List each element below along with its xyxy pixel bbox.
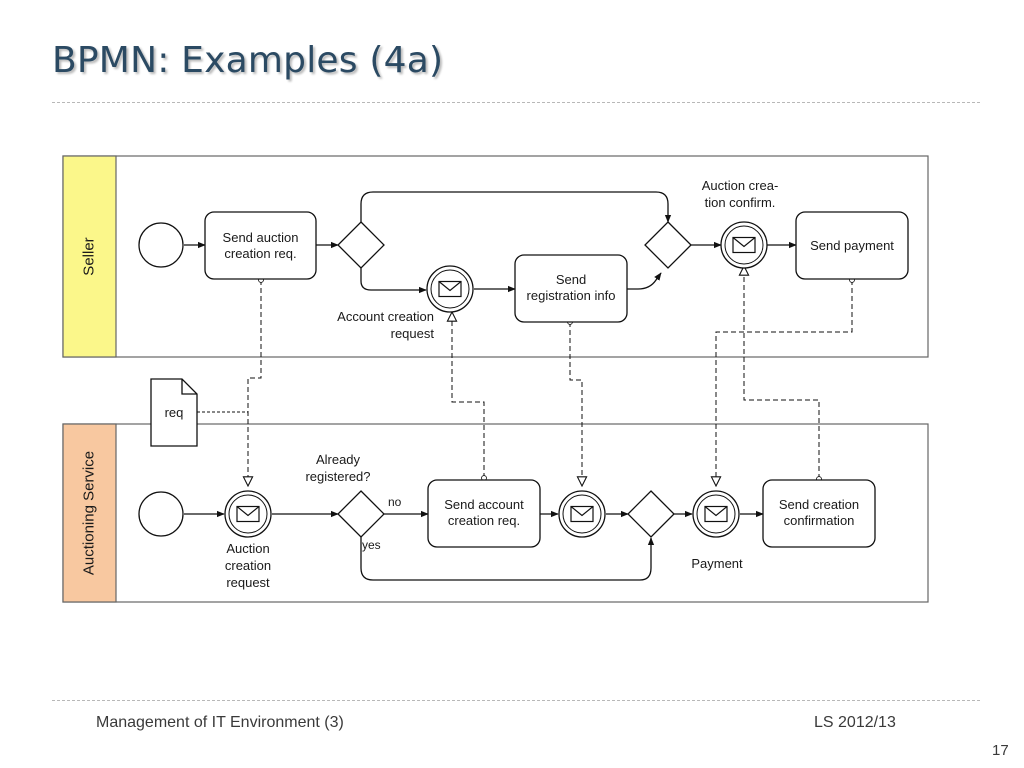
envelope-icon <box>732 236 756 254</box>
footer-term: LS 2012/13 <box>814 714 896 731</box>
task-label: creation req. <box>448 513 520 528</box>
label-already-2: registered? <box>305 469 370 484</box>
title-divider <box>52 102 980 103</box>
catch-event-registration-info <box>558 490 606 538</box>
seller-start-event <box>138 222 184 268</box>
seller-split-gateway <box>337 221 385 269</box>
label-auction-request-2: creation <box>225 558 271 573</box>
message-flows <box>197 266 852 486</box>
label-auction-request-3: request <box>226 575 270 590</box>
label-auction-confirm-2: tion confirm. <box>705 195 776 210</box>
page-number: 17 <box>992 742 1009 759</box>
envelope-icon <box>570 505 594 523</box>
task-label: Send payment <box>810 238 894 253</box>
task-label: Send auction <box>223 230 299 245</box>
envelope-icon <box>438 280 462 298</box>
label-no: no <box>388 495 402 509</box>
auction-join-gateway <box>627 490 675 538</box>
envelope-icon <box>704 505 728 523</box>
label-yes: yes <box>362 538 381 552</box>
data-object-label: req <box>165 405 184 420</box>
seller-join-gateway <box>644 221 692 269</box>
message-flow-creation-confirm <box>744 266 819 479</box>
data-object-req: req <box>150 378 198 447</box>
seller-sequence-flows <box>184 191 797 294</box>
auction-start-event <box>138 491 184 537</box>
task-label: Send <box>556 272 586 287</box>
catch-event-account-request <box>426 265 474 313</box>
label-account-request-1: Account creation <box>337 309 434 324</box>
slide-title: BPMN: Examples (4a) <box>52 40 444 81</box>
task-label: confirmation <box>784 513 855 528</box>
task-label: creation req. <box>224 246 296 261</box>
seller-lane-label: Seller <box>80 237 97 275</box>
envelope-icon <box>236 505 260 523</box>
auction-sequence-flows <box>184 510 764 581</box>
task-send-account-creation: Send account creation req. <box>427 479 541 548</box>
already-registered-gateway <box>337 490 385 538</box>
label-account-request-2: request <box>391 326 435 341</box>
task-send-creation-confirmation: Send creation confirmation <box>762 479 876 548</box>
message-flow-registration-info <box>570 322 582 486</box>
task-send-payment: Send payment <box>795 211 909 280</box>
seller-lane-header <box>62 155 117 358</box>
catch-event-auction-request <box>224 490 272 538</box>
task-label: registration info <box>527 288 616 303</box>
label-payment: Payment <box>691 556 743 571</box>
auctioning-lane-label: Auctioning Service <box>80 451 97 575</box>
message-flow-auction-request <box>248 280 261 486</box>
task-label: Send account <box>444 497 524 512</box>
task-label: Send creation <box>779 497 859 512</box>
label-auction-request-1: Auction <box>226 541 269 556</box>
footer-course: Management of IT Environment (3) <box>96 714 344 731</box>
label-auction-confirm-1: Auction crea- <box>702 178 779 193</box>
task-send-registration-info: Send registration info <box>514 254 628 323</box>
auctioning-lane-header <box>62 423 117 603</box>
label-already-1: Already <box>316 452 361 467</box>
catch-event-payment <box>692 490 740 538</box>
catch-event-auction-confirm <box>720 221 768 269</box>
message-flow-account-request <box>452 312 484 478</box>
footer-divider <box>52 700 980 701</box>
task-send-auction-creation: Send auction creation req. <box>204 211 317 280</box>
